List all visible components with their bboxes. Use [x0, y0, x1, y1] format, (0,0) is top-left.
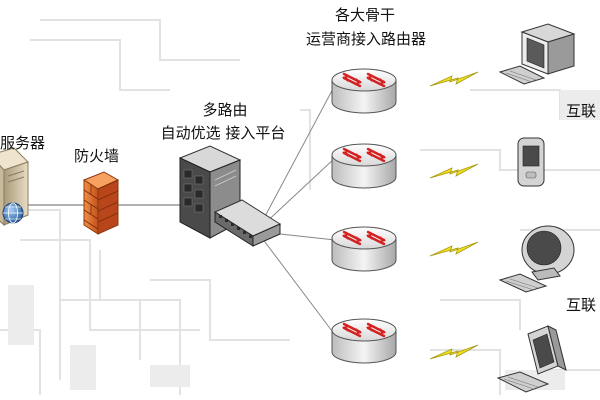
link-switch-router-1 [261, 84, 336, 223]
mobile-device-icon [517, 137, 545, 187]
globe-icon [2, 202, 24, 224]
platform-title-line1: 多路由 [202, 101, 248, 119]
firewall-label: 防火墙 [74, 147, 120, 165]
desktop-computer-icon [498, 225, 575, 293]
switch-icon [213, 199, 282, 247]
lightning-icon [429, 241, 479, 257]
lightning-icon [429, 163, 479, 179]
circuit-background-fill [8, 90, 600, 390]
backbone-routers-title-line2: 运营商接入路由器 [305, 30, 426, 48]
platform-title-line2: 自动优选 接入平台 [160, 124, 286, 142]
router-icon [331, 68, 397, 114]
server-label: 服务器 [0, 134, 46, 152]
internet-label-top: 互联 [566, 102, 597, 120]
lightning-icon [429, 71, 479, 87]
firewall-icon [82, 171, 120, 235]
desktop-computer-icon [498, 23, 576, 85]
router-icon [331, 226, 397, 272]
backbone-routers-title-line1: 各大骨干 [334, 6, 395, 24]
router-icon [331, 318, 397, 364]
link-switch-router-4 [261, 237, 336, 336]
lightning-icon [429, 344, 479, 360]
internet-label-bottom: 互联 [566, 296, 597, 314]
link-switch-router-2 [261, 157, 336, 227]
router-icon [331, 143, 397, 189]
desktop-computer-icon [496, 325, 567, 393]
link-lines [25, 84, 336, 336]
